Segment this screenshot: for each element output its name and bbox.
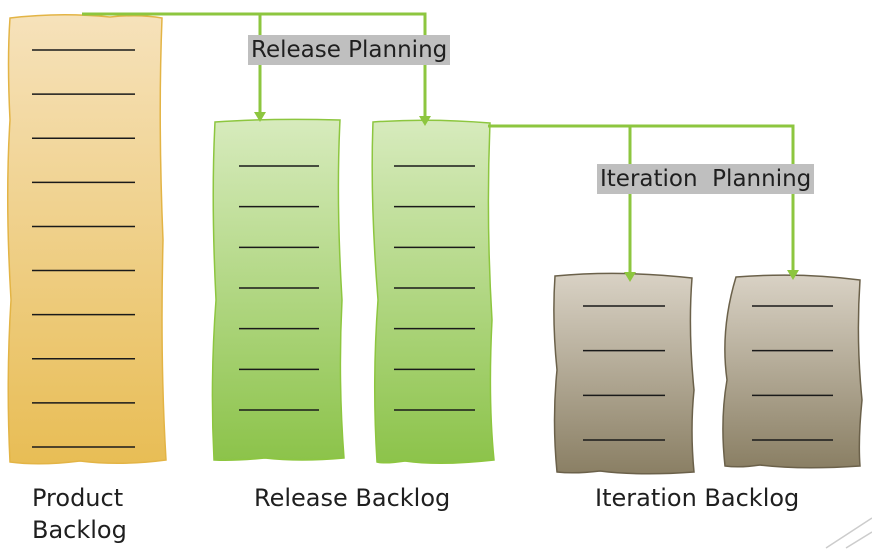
- iteration-backlog-items-1: [583, 305, 665, 441]
- arrowhead-release-2: [419, 116, 431, 126]
- iteration-backlog-card-2: [722, 274, 863, 469]
- release-backlog-card-1: [211, 118, 345, 461]
- arrowhead-iteration-1: [624, 272, 636, 282]
- iteration-planning-arrowheads: [624, 270, 799, 282]
- release-planning-arrowheads: [254, 112, 431, 126]
- product-backlog-items: [32, 49, 135, 448]
- product-backlog-caption-line2: Backlog: [32, 516, 127, 544]
- corner-decoration: [825, 517, 872, 549]
- release-backlog-caption: Release Backlog: [254, 484, 451, 512]
- product-backlog-caption-line1: Product: [32, 484, 124, 512]
- release-backlog-card-2: [371, 119, 495, 464]
- iteration-backlog-items-2: [752, 305, 833, 441]
- iteration-planning-label: Iteration Planning: [597, 164, 815, 194]
- release-backlog-items-2: [394, 165, 475, 411]
- iteration-backlog-card-1: [553, 272, 695, 475]
- arrowhead-iteration-2: [787, 270, 799, 280]
- arrowhead-release-1: [254, 112, 266, 122]
- release-planning-label: Release Planning: [248, 35, 451, 65]
- product-backlog-card: [6, 13, 167, 465]
- iteration-backlog-caption: Iteration Backlog: [595, 484, 800, 512]
- release-planning-connector: [82, 12, 427, 120]
- iteration-planning-connector: [488, 124, 795, 274]
- release-backlog-items-1: [239, 165, 319, 411]
